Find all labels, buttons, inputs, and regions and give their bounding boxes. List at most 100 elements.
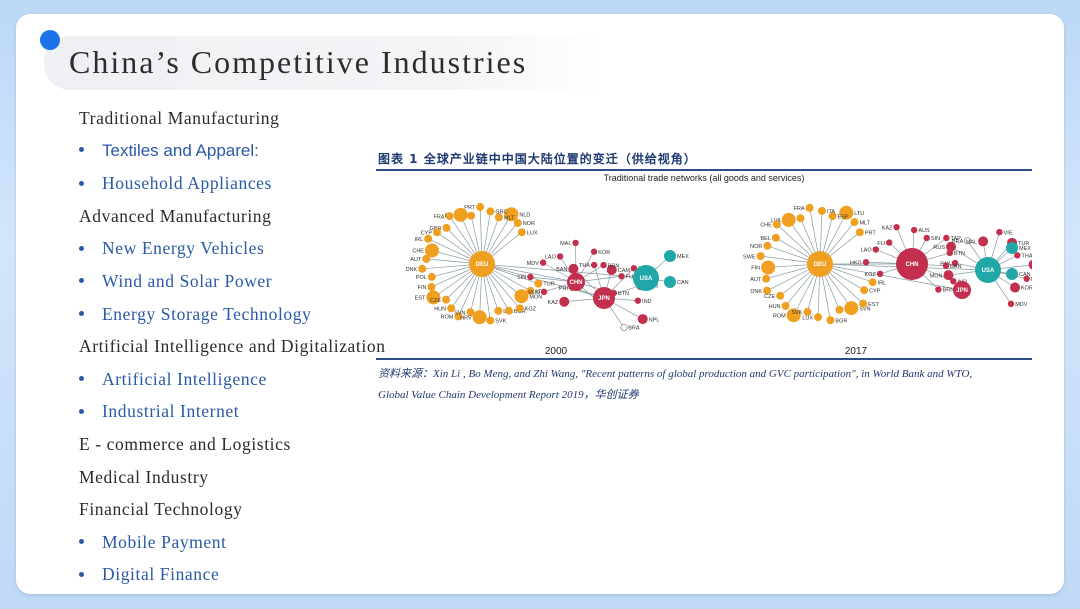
country-node bbox=[514, 289, 529, 304]
country-node bbox=[664, 276, 676, 288]
figure-header: 图表 1 全球产业链中中国大陆位置的变迁（供给视角） bbox=[378, 152, 697, 166]
country-node bbox=[427, 272, 436, 281]
country-node bbox=[634, 297, 642, 304]
country-node bbox=[868, 278, 877, 287]
country-label: ROM bbox=[773, 313, 786, 319]
bullet-dot bbox=[79, 180, 84, 186]
country-label: KOR bbox=[1021, 286, 1032, 292]
country-label: BRN bbox=[608, 263, 620, 269]
country-node bbox=[855, 228, 864, 237]
outline-heading: Advanced Manufacturing bbox=[79, 205, 272, 226]
country-label: KAZ bbox=[548, 300, 559, 306]
bullet-dot bbox=[79, 278, 84, 284]
country-node bbox=[426, 290, 441, 305]
hub-label: USA bbox=[982, 268, 995, 274]
country-label: NPL bbox=[1031, 277, 1032, 283]
bullet-dot bbox=[79, 376, 84, 382]
country-node bbox=[526, 286, 535, 295]
country-label: NLD bbox=[519, 212, 530, 218]
hub-label: DEU bbox=[814, 262, 827, 268]
country-node bbox=[494, 213, 503, 222]
hub-label: JPN bbox=[956, 288, 968, 294]
country-label: BAN bbox=[950, 264, 961, 270]
country-label: TAP bbox=[951, 236, 962, 242]
country-label: BTN bbox=[618, 291, 629, 297]
hub-node bbox=[953, 281, 971, 299]
country-node bbox=[762, 274, 771, 283]
country-label: IND bbox=[642, 299, 652, 305]
country-node bbox=[486, 207, 495, 216]
country-node bbox=[445, 212, 454, 221]
outline-bullet: Textiles and Apparel: bbox=[79, 141, 259, 161]
country-node bbox=[1028, 259, 1032, 270]
country-node bbox=[424, 243, 439, 258]
bullet-dot bbox=[79, 539, 84, 545]
country-node bbox=[872, 246, 880, 253]
figure-rule-top bbox=[376, 169, 1032, 171]
country-label: FRA bbox=[794, 206, 805, 212]
country-node bbox=[803, 307, 812, 316]
trade-network-figure: 图表 1 全球产业链中中国大陆位置的变迁（供给视角） Traditional t… bbox=[376, 136, 1036, 406]
country-node bbox=[630, 265, 638, 272]
country-node bbox=[453, 207, 468, 222]
bullet-text: Mobile Payment bbox=[102, 531, 227, 552]
country-label: GRC bbox=[495, 210, 507, 216]
year-label: 2017 bbox=[845, 346, 868, 356]
country-label: SVN bbox=[859, 306, 870, 312]
country-label: LTU bbox=[535, 289, 545, 295]
country-node bbox=[951, 259, 959, 267]
country-node bbox=[893, 223, 900, 231]
country-node bbox=[433, 228, 442, 237]
hub-node bbox=[896, 248, 928, 280]
bullet-dot bbox=[79, 146, 84, 152]
bullet-text: Industrial Internet bbox=[102, 401, 240, 422]
country-node bbox=[590, 248, 598, 255]
bullet-text: Digital Finance bbox=[102, 564, 220, 585]
country-label: FIN bbox=[418, 285, 427, 291]
country-label: KGZ bbox=[865, 272, 877, 278]
country-node bbox=[781, 212, 796, 227]
hub-label: DEU bbox=[476, 262, 489, 268]
country-node bbox=[923, 234, 930, 242]
country-label: LUX bbox=[527, 230, 538, 236]
country-node bbox=[772, 220, 781, 229]
outline-heading: E - commerce and Logistics bbox=[79, 434, 291, 454]
country-label: AUT bbox=[410, 257, 422, 263]
outline-heading: Financial Technology bbox=[79, 499, 243, 520]
country-label: ROM bbox=[441, 315, 454, 321]
hub-node bbox=[593, 287, 615, 309]
country-node bbox=[1010, 282, 1021, 293]
country-label: FIN bbox=[751, 266, 760, 272]
country-label: THA bbox=[579, 263, 590, 269]
figure-rule-bottom bbox=[376, 358, 1032, 360]
country-node bbox=[885, 239, 893, 246]
country-node bbox=[943, 234, 950, 242]
country-label: NPL bbox=[649, 317, 660, 323]
hub-label: CHN bbox=[906, 262, 919, 268]
country-node bbox=[860, 286, 869, 295]
country-label: PRT bbox=[464, 205, 476, 211]
country-label: MLT bbox=[859, 220, 870, 226]
country-node bbox=[1014, 252, 1021, 259]
network-title: Traditional trade networks (all goods an… bbox=[604, 173, 805, 183]
country-node bbox=[946, 241, 957, 252]
country-node bbox=[504, 207, 519, 222]
country-label: CHE bbox=[760, 223, 772, 229]
country-node bbox=[540, 288, 548, 296]
country-node bbox=[486, 316, 495, 325]
country-node bbox=[606, 264, 617, 275]
bullet-text: Energy Storage Technology bbox=[102, 303, 312, 324]
country-label: HRV bbox=[460, 315, 472, 321]
country-label: MON bbox=[529, 294, 542, 300]
country-label: SVK bbox=[495, 319, 506, 325]
country-label: CHE bbox=[412, 249, 424, 255]
country-node bbox=[910, 226, 918, 234]
bullet-text: Wind and Solar Power bbox=[102, 271, 273, 291]
country-node bbox=[1006, 268, 1018, 280]
country-node bbox=[418, 264, 427, 273]
country-label: MLT bbox=[504, 215, 515, 221]
country-label: BTN bbox=[954, 251, 965, 257]
country-label: HKG bbox=[850, 260, 862, 266]
country-node bbox=[590, 261, 598, 269]
country-node bbox=[817, 206, 826, 215]
